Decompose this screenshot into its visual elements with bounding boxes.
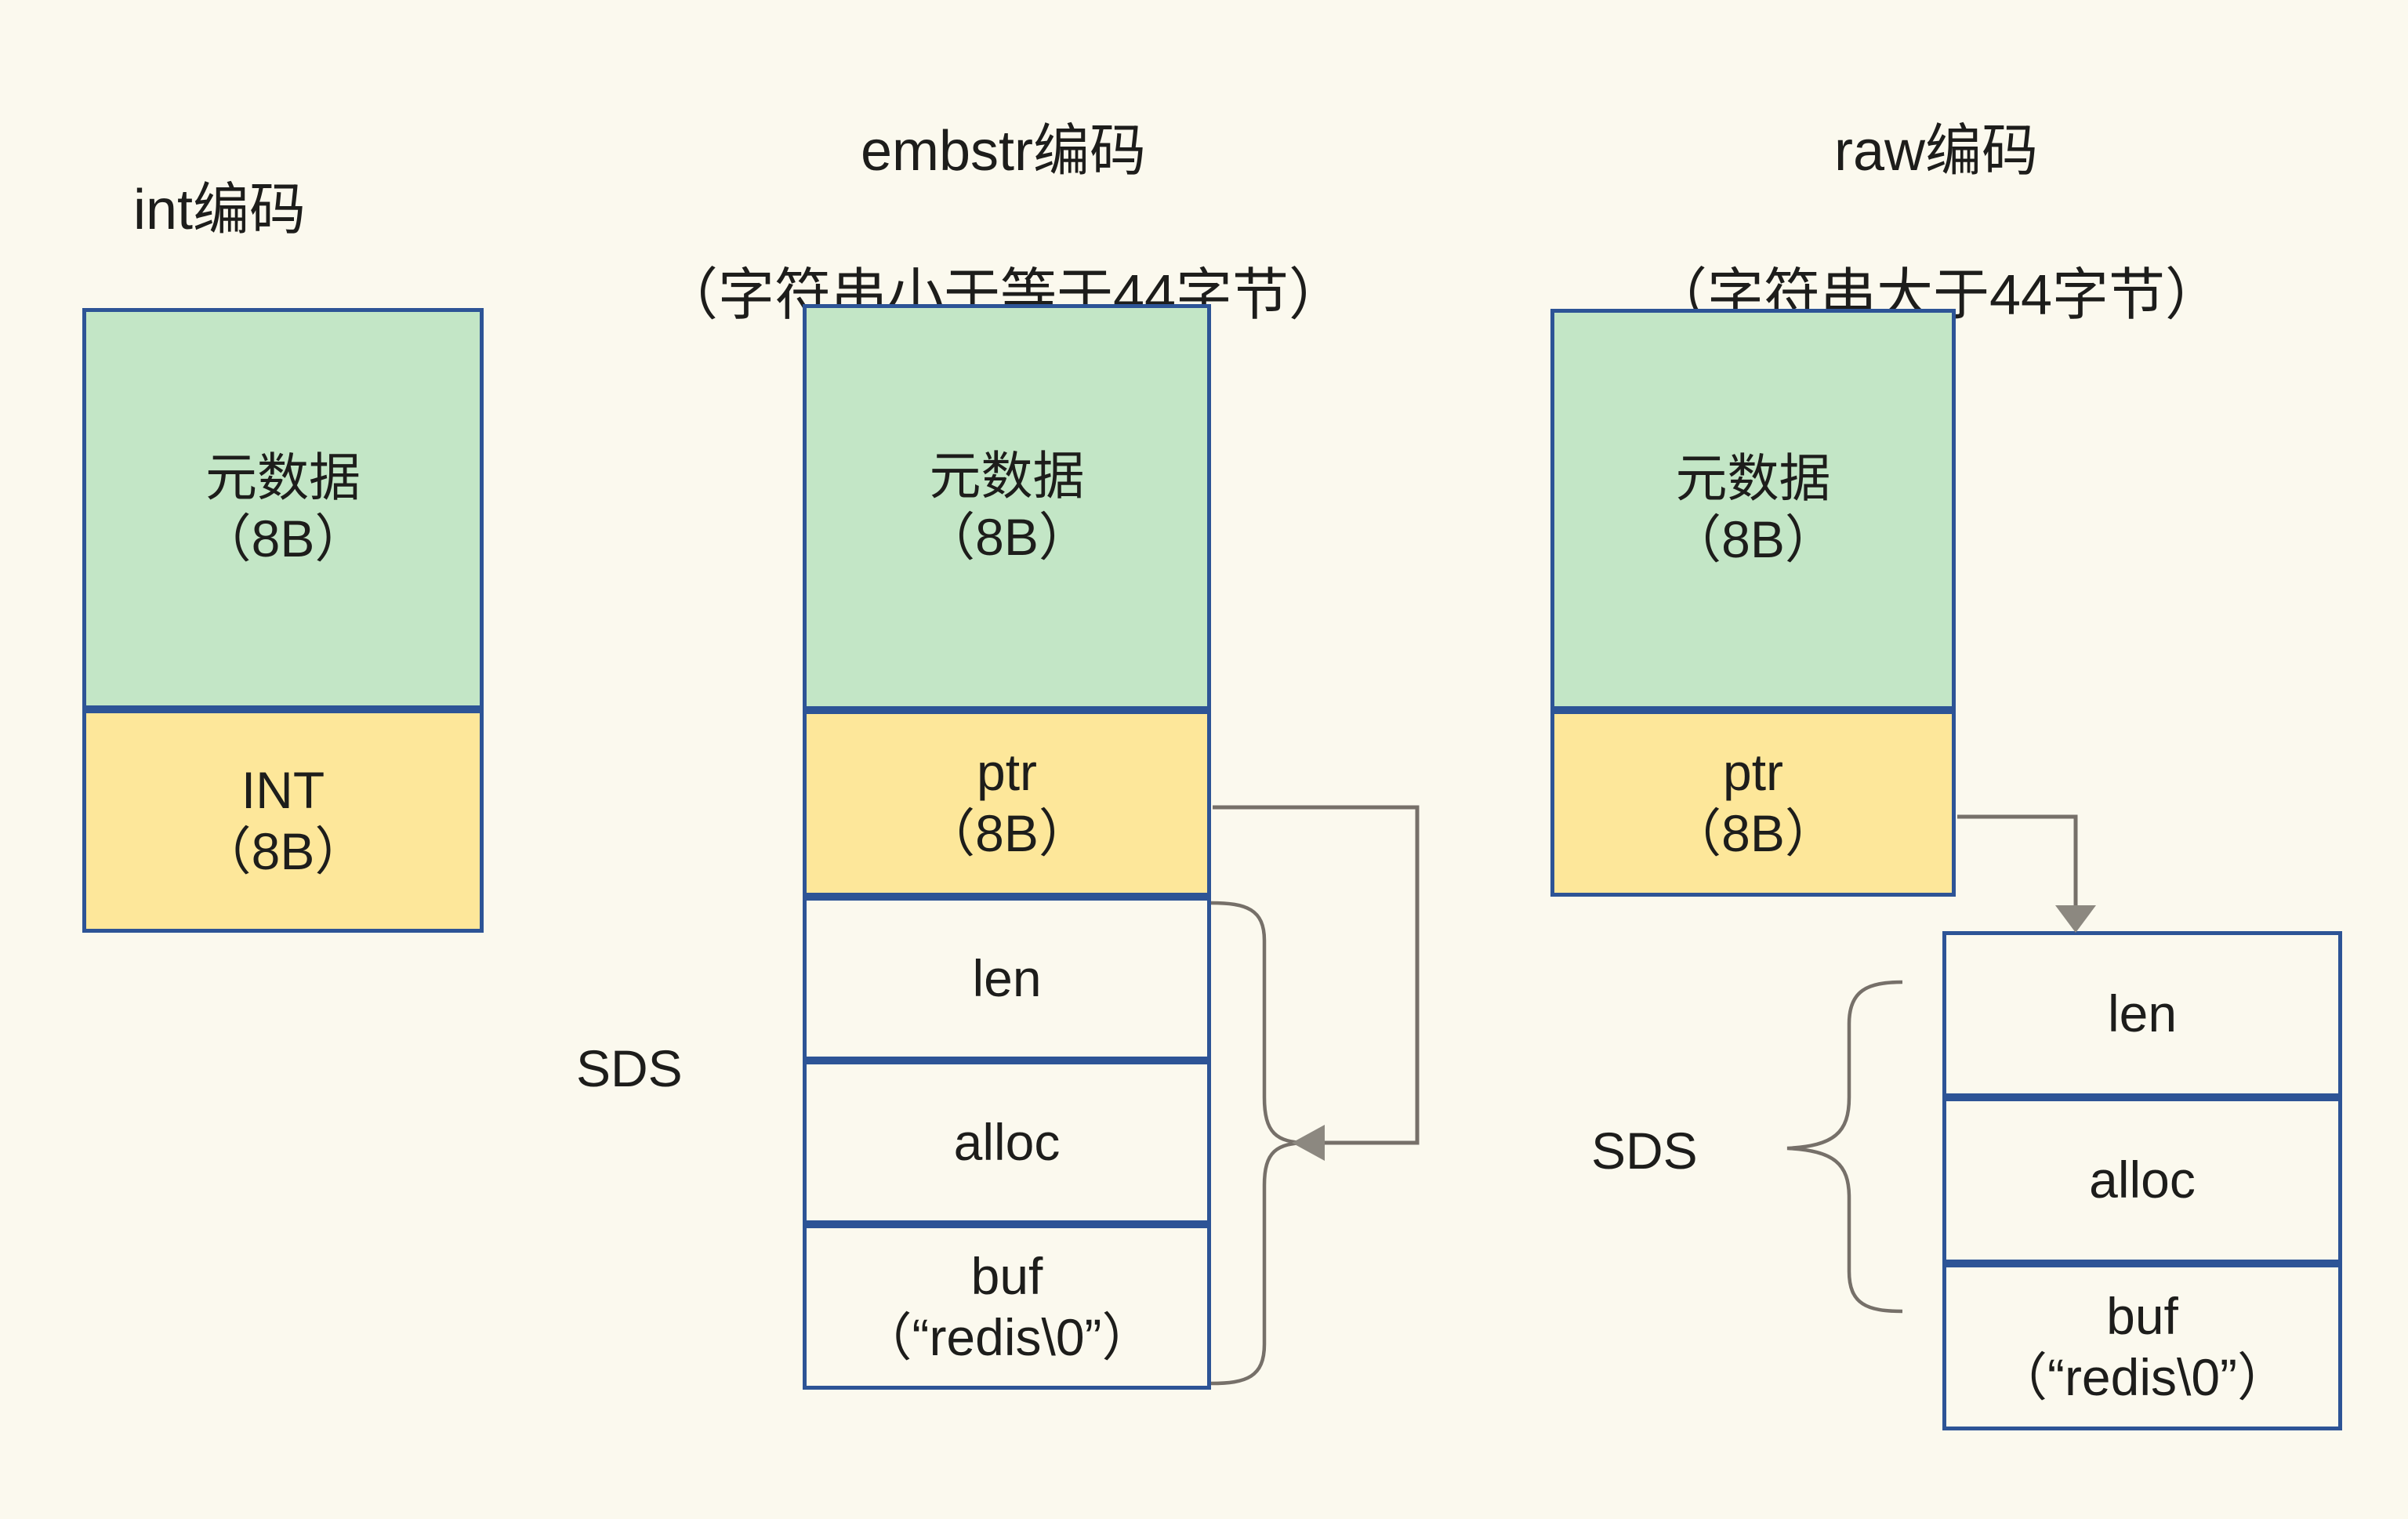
embstr-sds-alloc-label: alloc xyxy=(953,1112,1061,1171)
embstr-ptr-line1: ptr xyxy=(976,743,1038,802)
column-header-int: int编码 xyxy=(47,102,392,246)
embstr-sds-buf-line2: （“redis\0”） xyxy=(860,1307,1154,1366)
int-value-line1: INT xyxy=(241,760,325,819)
embstr-ptr-line2: （8B） xyxy=(923,804,1090,862)
raw-sds-label: SDS xyxy=(1591,1121,1698,1180)
embstr-sds-brace-icon xyxy=(1210,901,1308,1386)
raw-metadata-line1: 元数据 xyxy=(1675,449,1831,508)
raw-ptr-cell: ptr （8B） xyxy=(1550,710,1956,897)
column-header-embstr: embstr编码 （字符串小于等于44字节） xyxy=(517,43,1489,404)
column-header-embstr-line1: embstr编码 xyxy=(860,120,1147,183)
int-metadata-line2: （8B） xyxy=(199,509,367,567)
embstr-sds-len-label: len xyxy=(972,948,1042,1007)
raw-ptr-connector-arrowhead xyxy=(2055,905,2096,933)
raw-sds-len-cell: len xyxy=(1942,931,2342,1097)
embstr-sds-alloc-cell: alloc xyxy=(803,1060,1211,1224)
embstr-ptr-cell: ptr （8B） xyxy=(803,710,1211,897)
raw-sds-brace-icon xyxy=(1786,980,1903,1314)
embstr-sds-len-cell: len xyxy=(803,897,1211,1060)
raw-sds-buf-line2: （“redis\0”） xyxy=(1995,1347,2290,1406)
embstr-sds-buf-cell: buf （“redis\0”） xyxy=(803,1224,1211,1390)
int-metadata-cell: 元数据 （8B） xyxy=(82,308,484,709)
embstr-sds-label-text: SDS xyxy=(576,1039,683,1097)
raw-ptr-connector-line xyxy=(1957,814,2078,909)
raw-sds-label-text: SDS xyxy=(1591,1122,1698,1180)
raw-metadata-line2: （8B） xyxy=(1670,510,1837,568)
int-metadata-line1: 元数据 xyxy=(205,448,361,507)
raw-sds-buf-line1: buf xyxy=(2106,1286,2178,1345)
embstr-ptr-connector-line xyxy=(1213,805,1420,1145)
embstr-metadata-cell: 元数据 （8B） xyxy=(803,304,1211,710)
column-header-int-label: int编码 xyxy=(132,179,306,242)
raw-sds-alloc-cell: alloc xyxy=(1942,1097,2342,1263)
embstr-sds-label: SDS xyxy=(576,1039,683,1098)
embstr-ptr-connector-arrowhead xyxy=(1292,1125,1325,1161)
embstr-metadata-line1: 元数据 xyxy=(929,447,1085,506)
embstr-metadata-line2: （8B） xyxy=(923,508,1090,566)
raw-ptr-line1: ptr xyxy=(1722,743,1784,802)
int-value-cell: INT （8B） xyxy=(82,709,484,933)
raw-sds-buf-cell: buf （“redis\0”） xyxy=(1942,1263,2342,1430)
embstr-sds-buf-line1: buf xyxy=(970,1246,1043,1305)
raw-ptr-line2: （8B） xyxy=(1670,804,1837,862)
column-header-raw-line1: raw编码 xyxy=(1833,120,2039,183)
raw-metadata-cell: 元数据 （8B） xyxy=(1550,309,1956,710)
raw-sds-alloc-label: alloc xyxy=(2089,1151,2196,1209)
int-value-line2: （8B） xyxy=(199,821,367,880)
raw-sds-len-label: len xyxy=(2107,984,2178,1043)
